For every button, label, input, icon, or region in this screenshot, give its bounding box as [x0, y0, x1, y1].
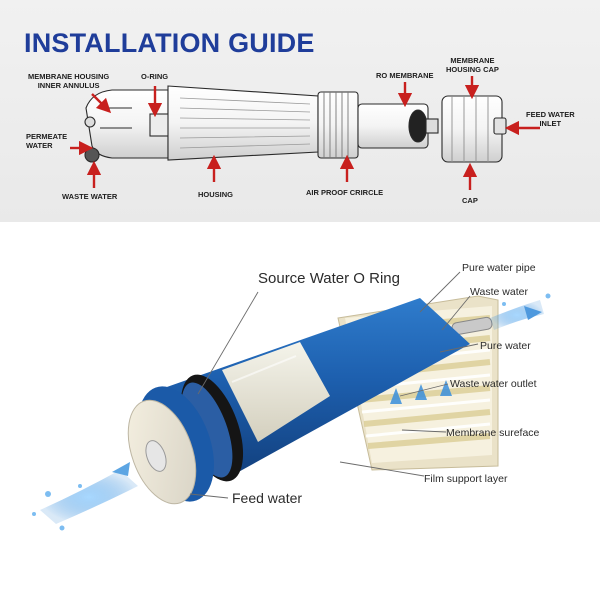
- installation-guide-title: INSTALLATION GUIDE: [24, 28, 315, 58]
- housing-drawing: [84, 85, 507, 163]
- label-membrane-surface: Membrane sureface: [446, 427, 540, 439]
- label-housing: HOUSING: [198, 190, 234, 199]
- label-cap: CAP: [462, 196, 478, 205]
- label-waste-water: WASTE WATER: [62, 192, 118, 201]
- label-waste-water-outlet: Waste water outlet: [450, 378, 537, 390]
- label-permeate-water: PERMEATE WATER: [26, 132, 68, 150]
- label-pure-water-pipe: Pure water pipe: [462, 262, 536, 274]
- label-ro-membrane: RO MEMBRANE: [376, 71, 434, 80]
- label-membrane-housing-cap: MEMBRANE HOUSING CAP: [446, 56, 499, 74]
- outlet-water-splash: [490, 293, 551, 330]
- label-feed-water-inlet: FEED WATER INLET: [526, 110, 575, 128]
- leader-lines: [189, 271, 479, 499]
- label-air-proof-circle: AIR PROOF CRIRCLE: [306, 188, 384, 197]
- red-arrows: [70, 76, 540, 190]
- label-waste-water-bottom: Waste water: [470, 286, 528, 298]
- label-film-support-layer: Film support layer: [424, 473, 508, 485]
- label-source-water-o-ring: Source Water O Ring: [258, 270, 400, 287]
- label-membrane-housing-inner-annulus: MEMBRANE HOUSING INNER ANNULUS: [28, 72, 110, 90]
- label-pure-water: Pure water: [480, 340, 531, 352]
- feed-water-splash: [32, 462, 138, 531]
- label-o-ring: O-RING: [141, 72, 169, 81]
- membrane-cylinder: [127, 298, 470, 505]
- label-feed-water: Feed water: [232, 490, 303, 506]
